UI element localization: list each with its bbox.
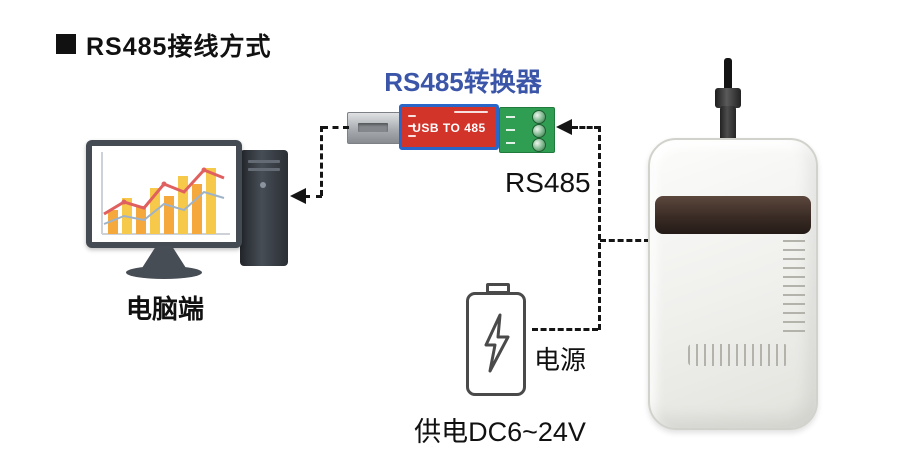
- connector-line: [532, 328, 598, 331]
- supply-voltage-label: 供电DC6~24V: [414, 417, 586, 447]
- connector-line: [572, 126, 600, 129]
- converter-body-text: USB TO 485: [412, 121, 486, 135]
- computer-label: 电脑端: [125, 294, 204, 324]
- monitor-screen: [92, 146, 236, 242]
- arrow-left-icon: [556, 119, 572, 135]
- monitor-stand-neck: [142, 246, 186, 268]
- connector-line: [320, 126, 323, 196]
- usb-plug-icon: [347, 112, 401, 144]
- pc-tower: [240, 150, 288, 266]
- tower-vent-slot: [248, 160, 280, 163]
- power-label: 电源: [534, 345, 587, 375]
- connector-line: [322, 126, 349, 129]
- monitor-stand-base: [126, 266, 202, 279]
- page-title: RS485接线方式: [86, 33, 272, 61]
- tower-power-led: [260, 182, 266, 188]
- converter-led-mark: [408, 125, 416, 127]
- terminal-pin-mark: [506, 129, 515, 131]
- converter-model-mark: [454, 111, 488, 113]
- sensor-bottom-vents: [688, 344, 788, 366]
- terminal-screw-icon: [532, 138, 546, 152]
- monitor-chart: [101, 152, 230, 235]
- terminal-pin-mark: [506, 142, 515, 144]
- connector-line: [304, 195, 322, 198]
- sensor-cable: [724, 58, 732, 94]
- converter-led-mark: [408, 115, 416, 117]
- terminal-block: [499, 107, 555, 153]
- connector-line: [600, 239, 650, 242]
- connector-line: [598, 126, 601, 330]
- lightning-icon: [484, 313, 510, 373]
- title-bullet-square: [56, 34, 76, 54]
- converter-led-mark: [408, 135, 416, 137]
- cable-gland-stem: [720, 106, 736, 144]
- converter-body: USB TO 485: [399, 104, 499, 150]
- tower-vent-slot: [248, 168, 280, 171]
- converter-label: RS485转换器: [384, 67, 542, 97]
- sensor-front-band: [655, 196, 811, 234]
- battery-icon: [466, 292, 526, 396]
- sensor-side-vents: [783, 240, 805, 334]
- terminal-screw-icon: [532, 110, 546, 124]
- rs485-bus-label: RS485: [505, 167, 591, 198]
- cable-gland-nut: [715, 88, 741, 108]
- usb-slot: [358, 123, 388, 132]
- terminal-screw-icon: [532, 124, 546, 138]
- arrow-left-icon: [290, 188, 306, 204]
- terminal-pin-mark: [506, 116, 515, 118]
